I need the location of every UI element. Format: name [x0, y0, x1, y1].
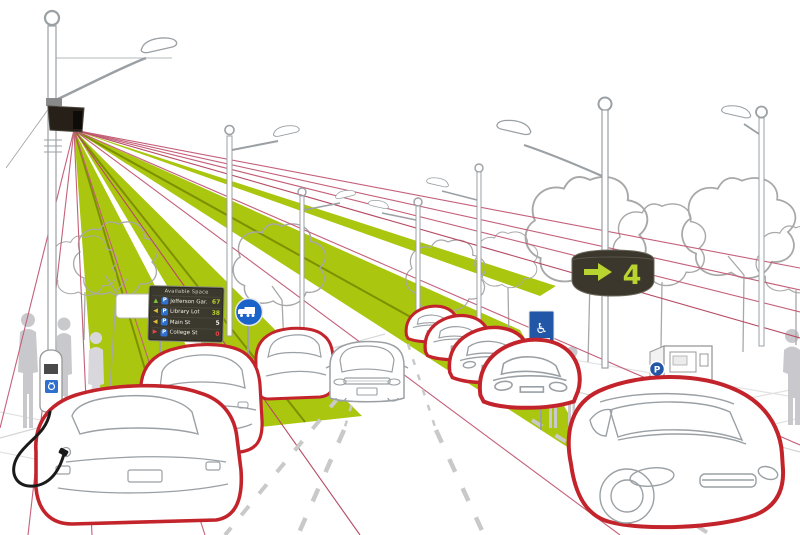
- charging-cable: [12, 410, 66, 488]
- lot-spaces: 5: [215, 320, 220, 328]
- lot-name: College St: [169, 329, 198, 337]
- lot-spaces: 38: [211, 309, 221, 317]
- detected-parked-car: [477, 337, 582, 410]
- counter-value: 4: [623, 260, 642, 291]
- tree: [612, 203, 707, 349]
- left-arrow-icon: ◀: [152, 317, 158, 326]
- p-badge-icon: P: [160, 307, 169, 316]
- board-row: ▶ P College St 0: [151, 326, 220, 339]
- lot-spaces: 67: [211, 298, 221, 307]
- right-arrow-icon: ▶: [152, 328, 158, 336]
- lot-name: Main St: [169, 319, 191, 326]
- space-counter-sign: 4: [571, 249, 655, 297]
- tree: [755, 225, 800, 345]
- pedestrian: [783, 329, 800, 425]
- left-arrow-icon: ◀: [153, 307, 158, 315]
- available-space-sign: Available Space ▲ P Jefferson Gar. 67 ◀ …: [147, 285, 225, 343]
- right-arrow-icon: [584, 263, 612, 281]
- cars: [34, 304, 786, 530]
- detected-parked-car: [254, 326, 336, 401]
- truck-icon: [238, 307, 255, 317]
- tree: [681, 177, 797, 353]
- streetlight-icon: [721, 105, 768, 347]
- lot-name: Library Lot: [169, 308, 200, 316]
- charging-plug: [58, 447, 69, 457]
- kiosk-p-label: P: [654, 366, 661, 376]
- verge-left: [115, 293, 264, 418]
- kiosk-screen: [672, 355, 688, 366]
- up-arrow-icon: ▲: [153, 296, 159, 305]
- kiosk-keypad: [699, 353, 709, 367]
- pedestrian: [18, 313, 38, 428]
- streetlights: [5, 9, 768, 393]
- p-badge-icon: P: [160, 318, 168, 326]
- p-badge-icon: P: [160, 328, 168, 337]
- ev-plug-icon: [45, 380, 58, 393]
- charger-screen: [44, 364, 58, 374]
- tree: [48, 235, 118, 341]
- wheelchair-icon: ♿: [535, 321, 548, 337]
- lot-spaces: 0: [215, 330, 220, 338]
- lot-name: Jefferson Gar.: [170, 298, 208, 306]
- driving-car: [325, 340, 409, 403]
- detected-parked-car: [566, 375, 786, 530]
- p-badge-icon: P: [161, 297, 169, 305]
- streetlight-icon: [496, 96, 613, 369]
- streetlight-icon: [224, 124, 300, 337]
- utility-cabinet: [115, 293, 153, 319]
- detected-ev-car: [34, 383, 244, 526]
- cctv-camera-icon: [46, 98, 85, 133]
